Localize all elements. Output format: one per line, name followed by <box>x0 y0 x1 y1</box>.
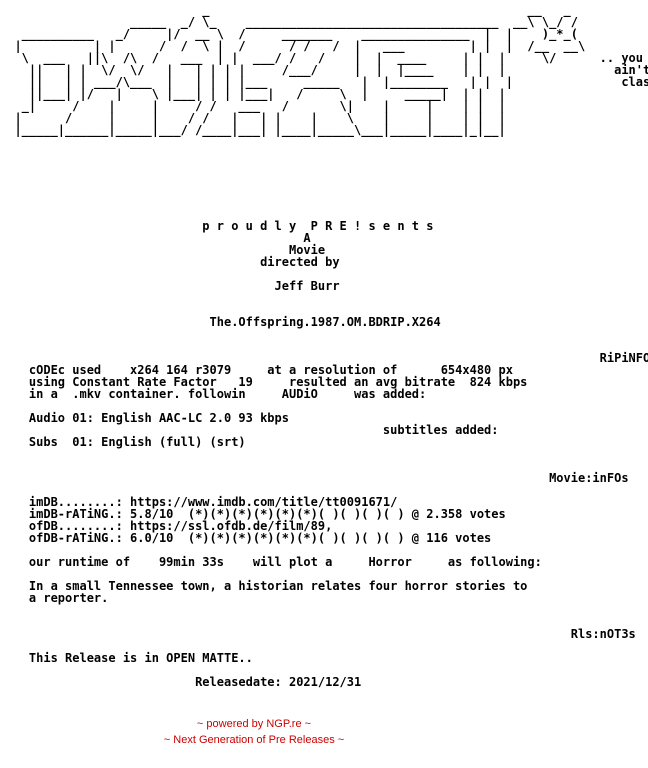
footer-powered-by: ~ powered by NGP.re ~ <box>196 718 312 730</box>
footer: ~ powered by NGP.re ~ ~ Next Generation … <box>0 716 508 748</box>
nfo-ascii-art: _ __ _ _____ _/ \_ _____________________… <box>14 3 648 689</box>
footer-tagline: ~ Next Generation of Pre Releases ~ <box>163 734 345 746</box>
